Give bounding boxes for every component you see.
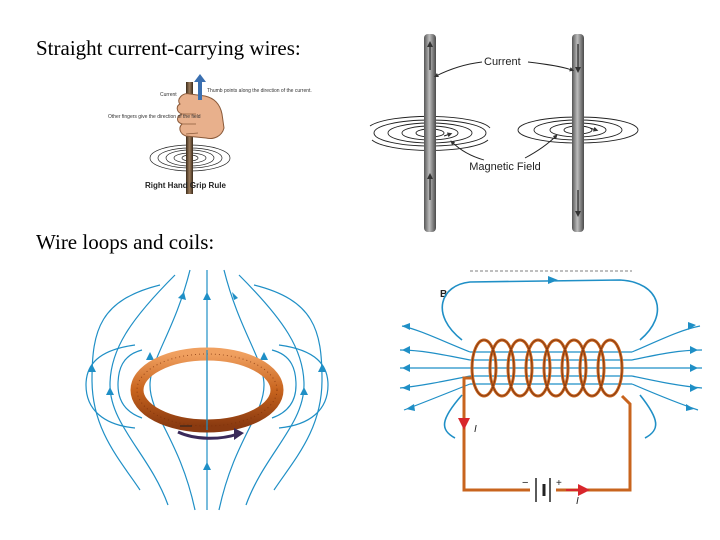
hand-grip-diagram: Current Thumb points along the direction… <box>108 74 312 194</box>
wires-label-current: Current <box>484 56 521 68</box>
solenoid-label-i-bottom: I <box>576 496 579 507</box>
heading-straight-wires: Straight current-carrying wires: <box>36 36 301 60</box>
wires-label-field: Magnetic Field <box>469 161 541 173</box>
hand-label-current: Current <box>160 92 177 98</box>
battery-plus: + <box>556 478 562 489</box>
battery-minus: − <box>522 477 528 489</box>
wires-label-field-text: Magnetic Field <box>469 161 541 173</box>
heading-loops-coils: Wire loops and coils: <box>36 230 215 254</box>
right-wire <box>572 34 584 232</box>
current-loop-diagram <box>85 269 329 511</box>
current-arrow-left <box>458 418 470 430</box>
hand-label-thumb-line1: Thumb points along the direction of the … <box>207 88 312 94</box>
hand-wire <box>186 82 193 194</box>
left-wire <box>424 34 436 232</box>
loop-field-lines <box>85 269 329 511</box>
hand-caption: Right Hand Grip Rule <box>145 181 226 190</box>
solenoid-circuit <box>462 376 632 492</box>
hand-label-fingers: Other fingers give the direction of the … <box>108 114 201 120</box>
solenoid-diagram: B <box>399 270 703 507</box>
battery-icon <box>535 478 551 502</box>
loop-current-arrow <box>177 430 239 440</box>
hand-label-fingers-text: Other fingers give the direction of the … <box>108 114 201 120</box>
solenoid-label-b: B <box>440 289 447 300</box>
solenoid-outer-field <box>441 279 659 439</box>
hand-shape <box>176 93 225 139</box>
hand-label-thumb: Thumb points along the direction of the … <box>207 88 312 94</box>
two-wires-diagram: Current Magnetic Field <box>369 34 639 232</box>
solenoid-label-i-top: I <box>474 424 477 435</box>
